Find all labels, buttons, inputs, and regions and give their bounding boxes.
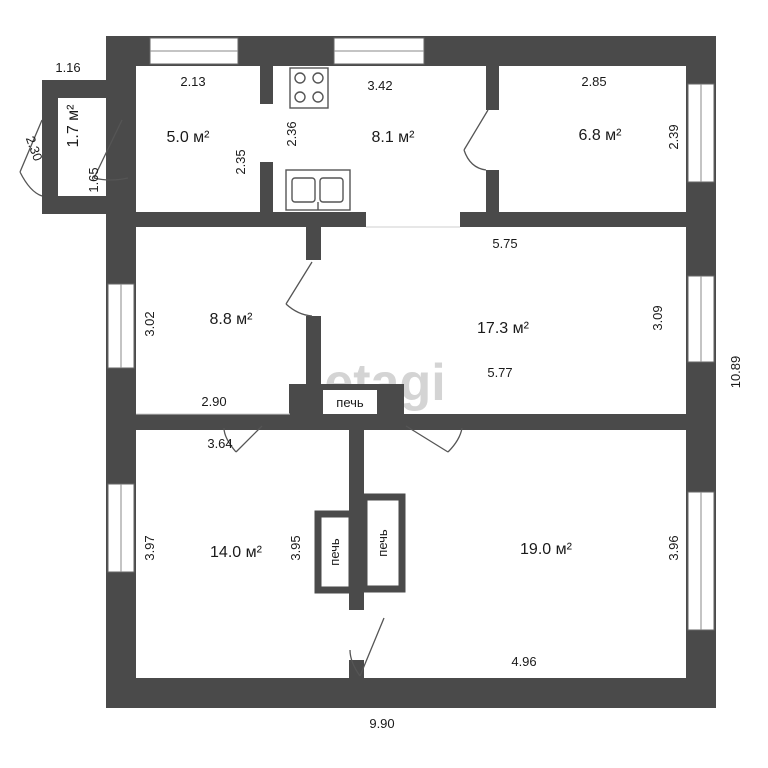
room-area-ne: 6.8 м² [578,127,622,144]
door-swing-icon [19,109,489,677]
stove-label-right: печь [375,529,390,557]
dim-label: 3.96 [666,535,681,560]
dim-label: 4.96 [511,654,536,669]
room-area-kitchen: 8.1 м² [371,129,415,146]
room-area-se: 19.0 м² [520,541,573,558]
room-area-bath: 5.0 м² [166,129,210,146]
dim-label: 2.85 [581,74,606,89]
sink-icon [285,169,351,211]
cooktop-icon [289,67,329,109]
dim-label: 5.75 [492,236,517,251]
dim-label: 10.89 [728,356,743,389]
windows [107,37,715,631]
dim-label: 9.90 [369,716,394,731]
dim-label: 2.36 [284,121,299,146]
dim-label: 2.39 [666,124,681,149]
dim-label: 2.13 [180,74,205,89]
dim-label: 3.95 [288,535,303,560]
dim-label: 2.90 [201,394,226,409]
dim-label: 3.09 [650,305,665,330]
dim-label: 3.97 [142,535,157,560]
dim-label: 3.64 [207,436,232,451]
dim-label: 3.42 [367,78,392,93]
room-area-w: 8.8 м² [209,311,253,328]
dim-label: 5.77 [487,365,512,380]
stove-label-top: печь [336,395,364,410]
dim-label: 1.16 [55,60,80,75]
room-area-sw: 14.0 м² [210,544,263,561]
stove-label-left: печь [327,538,342,566]
dim-label: 3.02 [142,311,157,336]
dim-label: 1.65 [86,167,101,192]
stoves [314,390,406,594]
room-area-vestibule: 1.7 м² [65,104,82,148]
room-area-hall: 17.3 м² [477,320,530,337]
dim-label: 2.35 [233,149,248,174]
